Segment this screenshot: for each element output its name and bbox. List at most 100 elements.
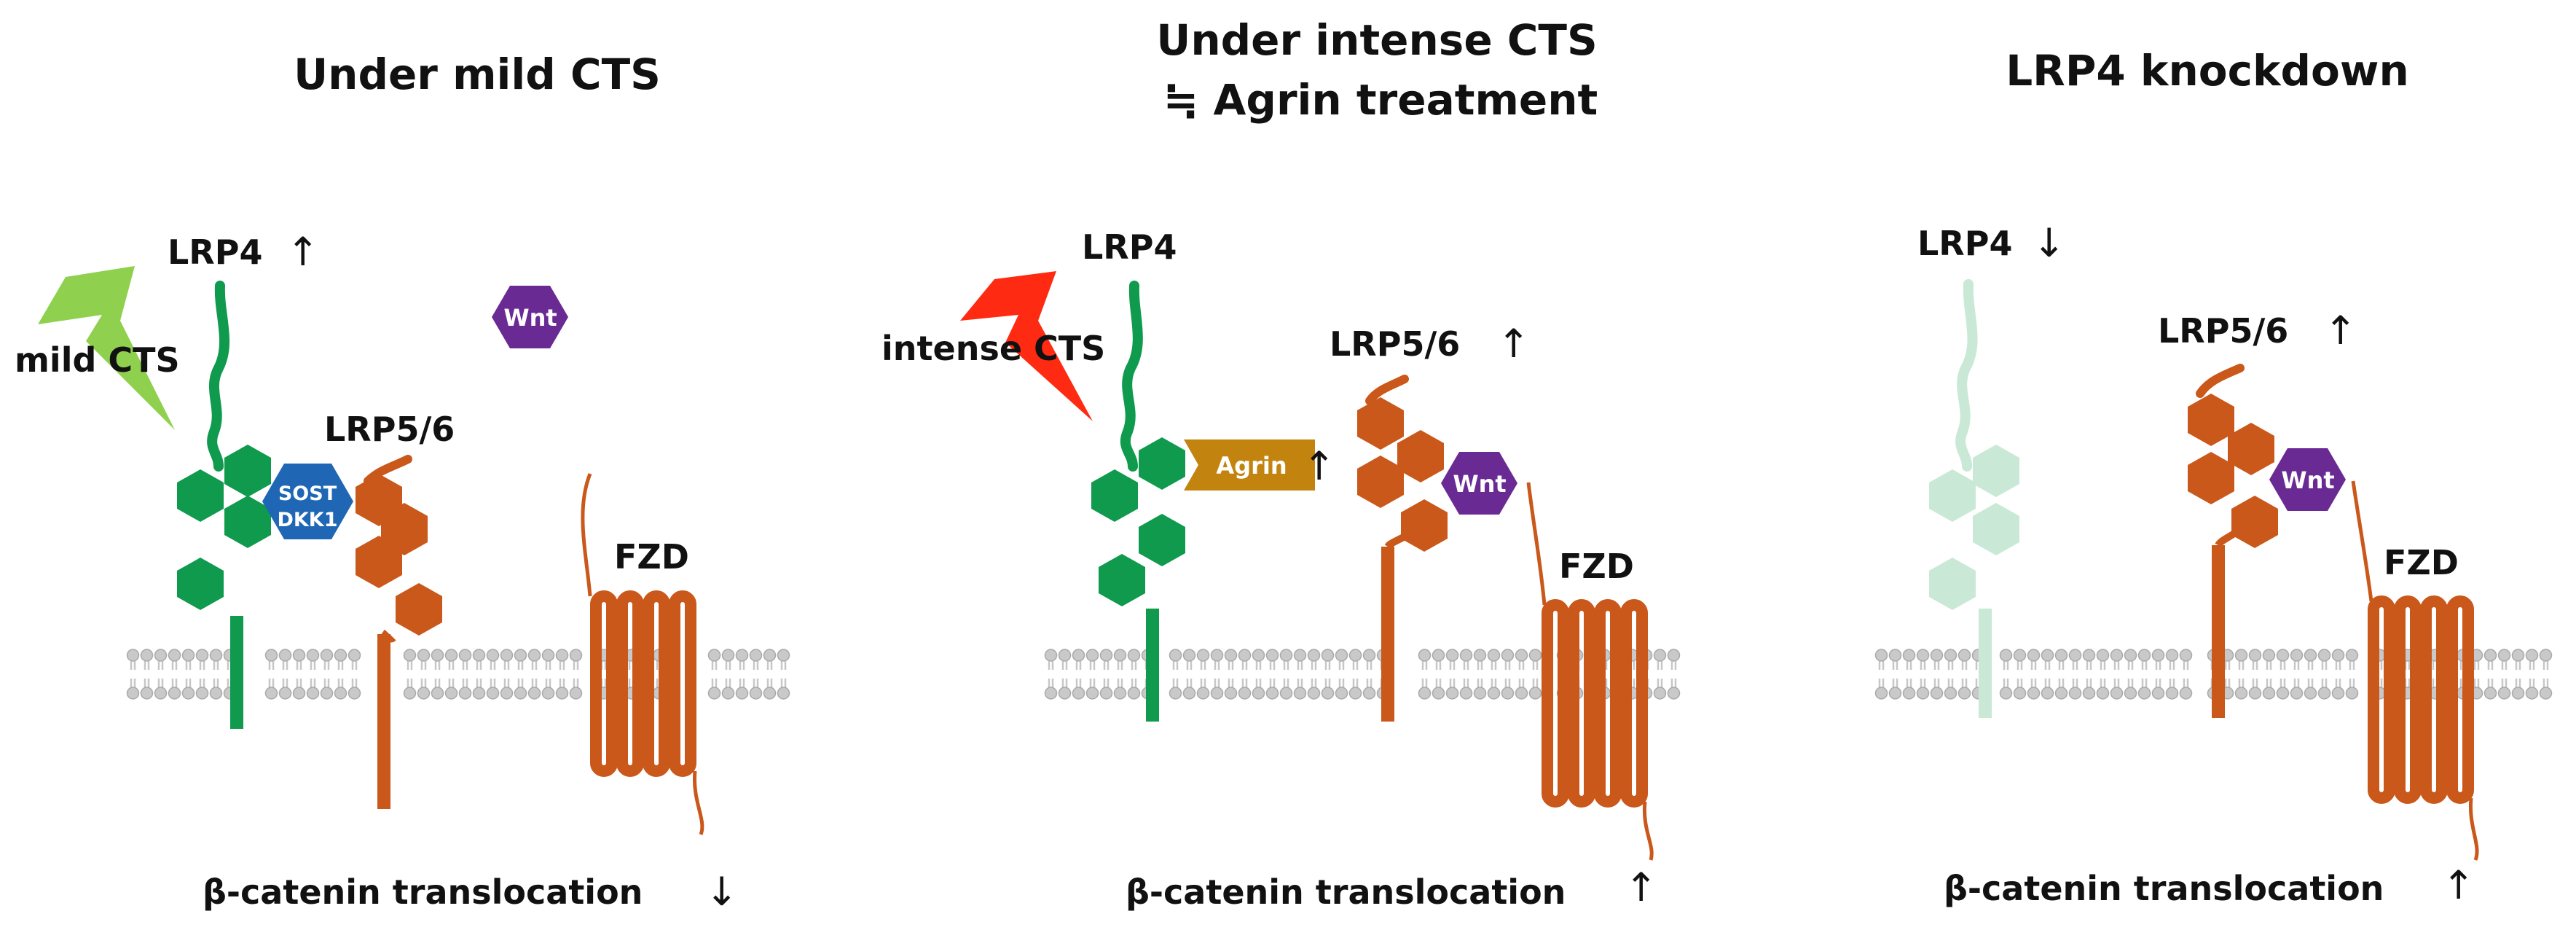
lipid-bottom: [1085, 677, 1099, 700]
lipid-top: [2013, 648, 2027, 671]
lrp56-receptor: [356, 455, 442, 809]
lipid-bottom: [431, 677, 444, 700]
lipid-bottom: [1044, 677, 1058, 700]
lipid-top: [292, 648, 306, 671]
lipid-top: [168, 648, 181, 671]
dkk1-label: DKK1: [277, 509, 337, 531]
lipid-bottom: [500, 677, 514, 700]
lrp56-label: LRP5/6: [324, 410, 455, 449]
fzd-label: FZD: [2384, 543, 2459, 582]
lipid-bottom: [1279, 677, 1293, 700]
lipid-top: [2082, 648, 2096, 671]
stimulus-label: mild CTS: [15, 340, 180, 380]
lipid-bottom: [168, 677, 181, 700]
lipid-bottom: [1210, 677, 1224, 700]
lipid-bottom: [2096, 677, 2110, 700]
lipid-top: [2110, 648, 2124, 671]
lipid-bottom: [569, 677, 583, 700]
panel-title-line1: Under intense CTS: [1156, 15, 1598, 65]
lipid-top: [1916, 648, 1930, 671]
lipid-top: [2345, 648, 2359, 671]
lipid-bottom: [2290, 677, 2304, 700]
lipid-bottom: [458, 677, 472, 700]
lipid-top: [1473, 648, 1487, 671]
lipid-top: [1321, 648, 1335, 671]
lipid-bottom: [1473, 677, 1487, 700]
lipid-top: [569, 648, 583, 671]
wnt-ligand: Wnt: [2269, 448, 2346, 511]
lipid-top: [1930, 648, 1944, 671]
lipid-bottom: [1196, 677, 1210, 700]
lipid-bottom: [334, 677, 347, 700]
lipid-top: [154, 648, 168, 671]
stimulus-label: intense CTS: [881, 329, 1105, 368]
lipid-bottom: [1888, 677, 1902, 700]
lipid-bottom: [1072, 677, 1085, 700]
lipid-bottom: [1348, 677, 1362, 700]
lipid-top: [1999, 648, 2013, 671]
agrin-ligand: Agrin: [1184, 439, 1315, 491]
lipid-bottom: [1099, 677, 1113, 700]
lipid-top: [1293, 648, 1307, 671]
lipid-top: [444, 648, 458, 671]
lipid-top: [2525, 648, 2539, 671]
lipid-bottom: [1957, 677, 1971, 700]
lrp56-arrow: ↑: [1497, 321, 1530, 367]
lipid-bottom: [1293, 677, 1307, 700]
lipid-top: [1445, 648, 1459, 671]
lipid-top: [472, 648, 486, 671]
lipid-top: [514, 648, 527, 671]
lipid-bottom: [1916, 677, 1930, 700]
lipid-bottom: [777, 677, 790, 700]
lipid-top: [2179, 648, 2193, 671]
lipid-bottom: [1930, 677, 1944, 700]
lipid-bottom: [1224, 677, 1238, 700]
lipid-bottom: [2165, 677, 2179, 700]
lipid-bottom: [2179, 677, 2193, 700]
lipid-top: [458, 648, 472, 671]
fzd-receptor: [2351, 480, 2479, 861]
lipid-top: [1501, 648, 1515, 671]
lipid-top: [1418, 648, 1432, 671]
lipid-top: [417, 648, 431, 671]
lipid-bottom: [1944, 677, 1957, 700]
lipid-bottom: [486, 677, 500, 700]
lipid-top: [1515, 648, 1528, 671]
lipid-bottom: [2483, 677, 2497, 700]
lipid-bottom: [721, 677, 735, 700]
lipid-bottom: [1667, 677, 1681, 700]
result-arrow: ↑: [1625, 864, 1657, 910]
lipid-bottom: [2068, 677, 2082, 700]
lipid-top: [1307, 648, 1321, 671]
lipid-top: [140, 648, 154, 671]
lipid-bottom: [514, 677, 527, 700]
lipid-bottom: [1418, 677, 1432, 700]
lipid-top: [2276, 648, 2290, 671]
lipid-top: [1099, 648, 1113, 671]
lipid-top: [1459, 648, 1473, 671]
lipid-top: [500, 648, 514, 671]
result-label: β-catenin translocation: [1944, 869, 2384, 908]
lrp4-label: LRP4: [1082, 227, 1177, 267]
lipid-top: [2304, 648, 2317, 671]
wnt-label: Wnt: [1453, 470, 1506, 498]
lipid-top: [1888, 648, 1902, 671]
lipid-bottom: [1182, 677, 1196, 700]
lipid-bottom: [1902, 677, 1916, 700]
lipid-bottom: [1487, 677, 1501, 700]
lipid-top: [2248, 648, 2262, 671]
lipid-bottom: [2124, 677, 2137, 700]
lipid-top: [2068, 648, 2082, 671]
fzd-receptor: [1526, 482, 1654, 861]
result-label: β-catenin translocation: [1126, 872, 1566, 912]
lipid-top: [2041, 648, 2054, 671]
lipid-bottom: [140, 677, 154, 700]
lipid-bottom: [2345, 677, 2359, 700]
lipid-top: [1252, 648, 1265, 671]
lipid-top: [2511, 648, 2525, 671]
lipid-top: [2054, 648, 2068, 671]
lipid-bottom: [2511, 677, 2525, 700]
lipid-top: [1957, 648, 1971, 671]
lipid-bottom: [2013, 677, 2027, 700]
lipid-bottom: [154, 677, 168, 700]
